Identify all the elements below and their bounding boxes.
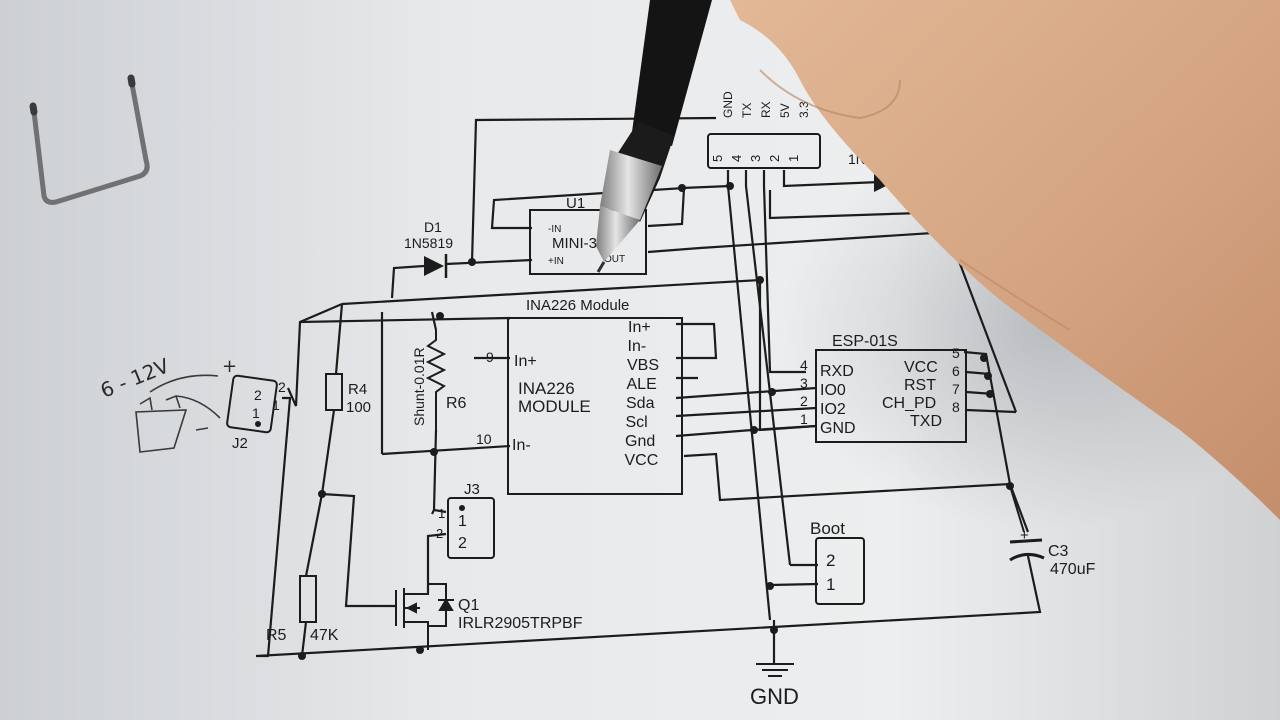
- pen-photo: [596, 0, 712, 273]
- esp-num-right-1: 6: [952, 363, 960, 379]
- q1-mosfet: [395, 583, 454, 650]
- c3-ref: C3: [1048, 543, 1069, 560]
- header-pin-num-0: 5: [710, 155, 725, 162]
- wire-clip-object: [29, 74, 150, 205]
- header-label-1: TX: [740, 103, 754, 118]
- header-label-4: 3.3: [797, 101, 811, 118]
- ina226-pin-0: In+: [628, 319, 651, 336]
- q1-part: IRLR2905TRPBF: [458, 615, 583, 632]
- ina226-pin-6: Gnd: [625, 433, 655, 450]
- u1-ref: U1: [566, 195, 585, 212]
- j3-pin-1: 1: [458, 513, 467, 530]
- esp-pin-left-1: IO0: [820, 382, 846, 399]
- d1-ref: D1: [424, 219, 442, 235]
- u1-pin-in-neg: -IN: [548, 224, 561, 235]
- r5-resistor: R5 47K: [266, 575, 339, 644]
- j3-net-2: 2: [436, 526, 443, 541]
- boot-pin-1: 1: [826, 575, 835, 594]
- header-label-2: RX: [759, 101, 773, 118]
- header-label-0: GND: [721, 91, 735, 118]
- j2-net-2: 2: [278, 379, 286, 395]
- ina226-title: INA226 Module: [526, 297, 629, 314]
- u1-pin-out: OUT: [604, 254, 625, 265]
- d1-part: 1N5819: [404, 235, 453, 251]
- handwritten-plus: +: [222, 356, 237, 377]
- esp-title: ESP-01S: [832, 333, 898, 350]
- ina226-pin-4: Sda: [626, 395, 655, 412]
- esp-pin-left-3: GND: [820, 420, 856, 437]
- c3-plus: +: [1020, 527, 1029, 544]
- gnd-label: GND: [750, 684, 799, 709]
- esp-pin-left-0: RXD: [820, 363, 854, 380]
- esp-pin-right-0: VCC: [904, 359, 938, 376]
- ina226-pin-2: VBS: [627, 357, 659, 374]
- header-pin-num-3: 2: [767, 155, 782, 162]
- handwritten-battery-sketch: [135, 374, 221, 453]
- c3-capacitor: + C3 470uF: [1009, 485, 1096, 578]
- esp-pin-right-2: CH_PD: [882, 395, 936, 412]
- esp-num-right-0: 5: [952, 345, 960, 361]
- esp-num-right-3: 8: [952, 399, 960, 415]
- u1-pin-in-pos: +IN: [548, 256, 564, 267]
- esp-pin-left-2: IO2: [820, 401, 846, 418]
- ina226-pin-num-10: 10: [476, 431, 492, 447]
- esp-num-left-0: 4: [800, 357, 808, 373]
- header-pin-num-1: 4: [729, 155, 744, 162]
- r6-ref: R6: [446, 395, 467, 412]
- ina226-body-1: INA226: [518, 379, 575, 398]
- r4-value: 100: [346, 399, 371, 416]
- j3-pin-2: 2: [458, 535, 467, 552]
- ina226-pin-num-9: 9: [486, 349, 494, 365]
- esp-num-right-2: 7: [952, 381, 960, 397]
- esp-num-left-2: 2: [800, 393, 808, 409]
- ina226-pin-5: Scl: [626, 414, 648, 431]
- d1-diode: D1 1N5819: [404, 219, 453, 278]
- ground-symbol: [756, 663, 794, 677]
- r5-ref: R5: [266, 627, 287, 644]
- header-pin-num-2: 3: [748, 155, 763, 162]
- j2-pin-2: 2: [254, 387, 262, 403]
- esp-num-left-1: 3: [800, 375, 808, 391]
- j3-net-1: 1: [438, 506, 445, 521]
- ina226-module: INA226 Module INA226 MODULE In+ In- 9 10…: [476, 297, 683, 495]
- boot-connector: Boot 2 1: [810, 519, 865, 605]
- ina226-pin-7: VCC: [625, 452, 659, 469]
- boot-title: Boot: [810, 519, 845, 538]
- j2-pin-1: 1: [252, 405, 260, 421]
- hand-photo: [730, 0, 1280, 520]
- j3-connector: 1 2 1 2 J3: [436, 481, 495, 559]
- ina226-pin-in-neg: In-: [512, 437, 531, 454]
- r4-ref: R4: [348, 381, 367, 398]
- r5-value: 47K: [310, 627, 339, 644]
- j3-ref: J3: [464, 481, 480, 498]
- j2-ref: J2: [232, 435, 248, 452]
- r4-resistor: R4 100: [325, 373, 371, 416]
- j2-connector: 2 1 2 1 J2: [226, 374, 286, 452]
- header-label-3: 5V: [778, 103, 792, 118]
- esp-pin-right-1: RST: [904, 377, 936, 394]
- c3-value: 470uF: [1050, 561, 1096, 578]
- ina226-pin-3: ALE: [627, 376, 657, 393]
- header-pin-num-4: 1: [786, 155, 801, 162]
- shunt-label: Shunt-0.01R: [411, 347, 427, 426]
- j2-net-1: 1: [272, 397, 280, 413]
- ina226-body-2: MODULE: [518, 397, 591, 416]
- esp-num-left-3: 1: [800, 411, 808, 427]
- q1-ref: Q1: [458, 597, 479, 614]
- boot-pin-2: 2: [826, 551, 835, 570]
- ina226-pin-1: In-: [628, 338, 647, 355]
- ina226-pin-in-pos: In+: [514, 353, 537, 370]
- esp-pin-right-3: TXD: [910, 413, 942, 430]
- shunt-r6: Shunt-0.01R R6: [411, 330, 467, 430]
